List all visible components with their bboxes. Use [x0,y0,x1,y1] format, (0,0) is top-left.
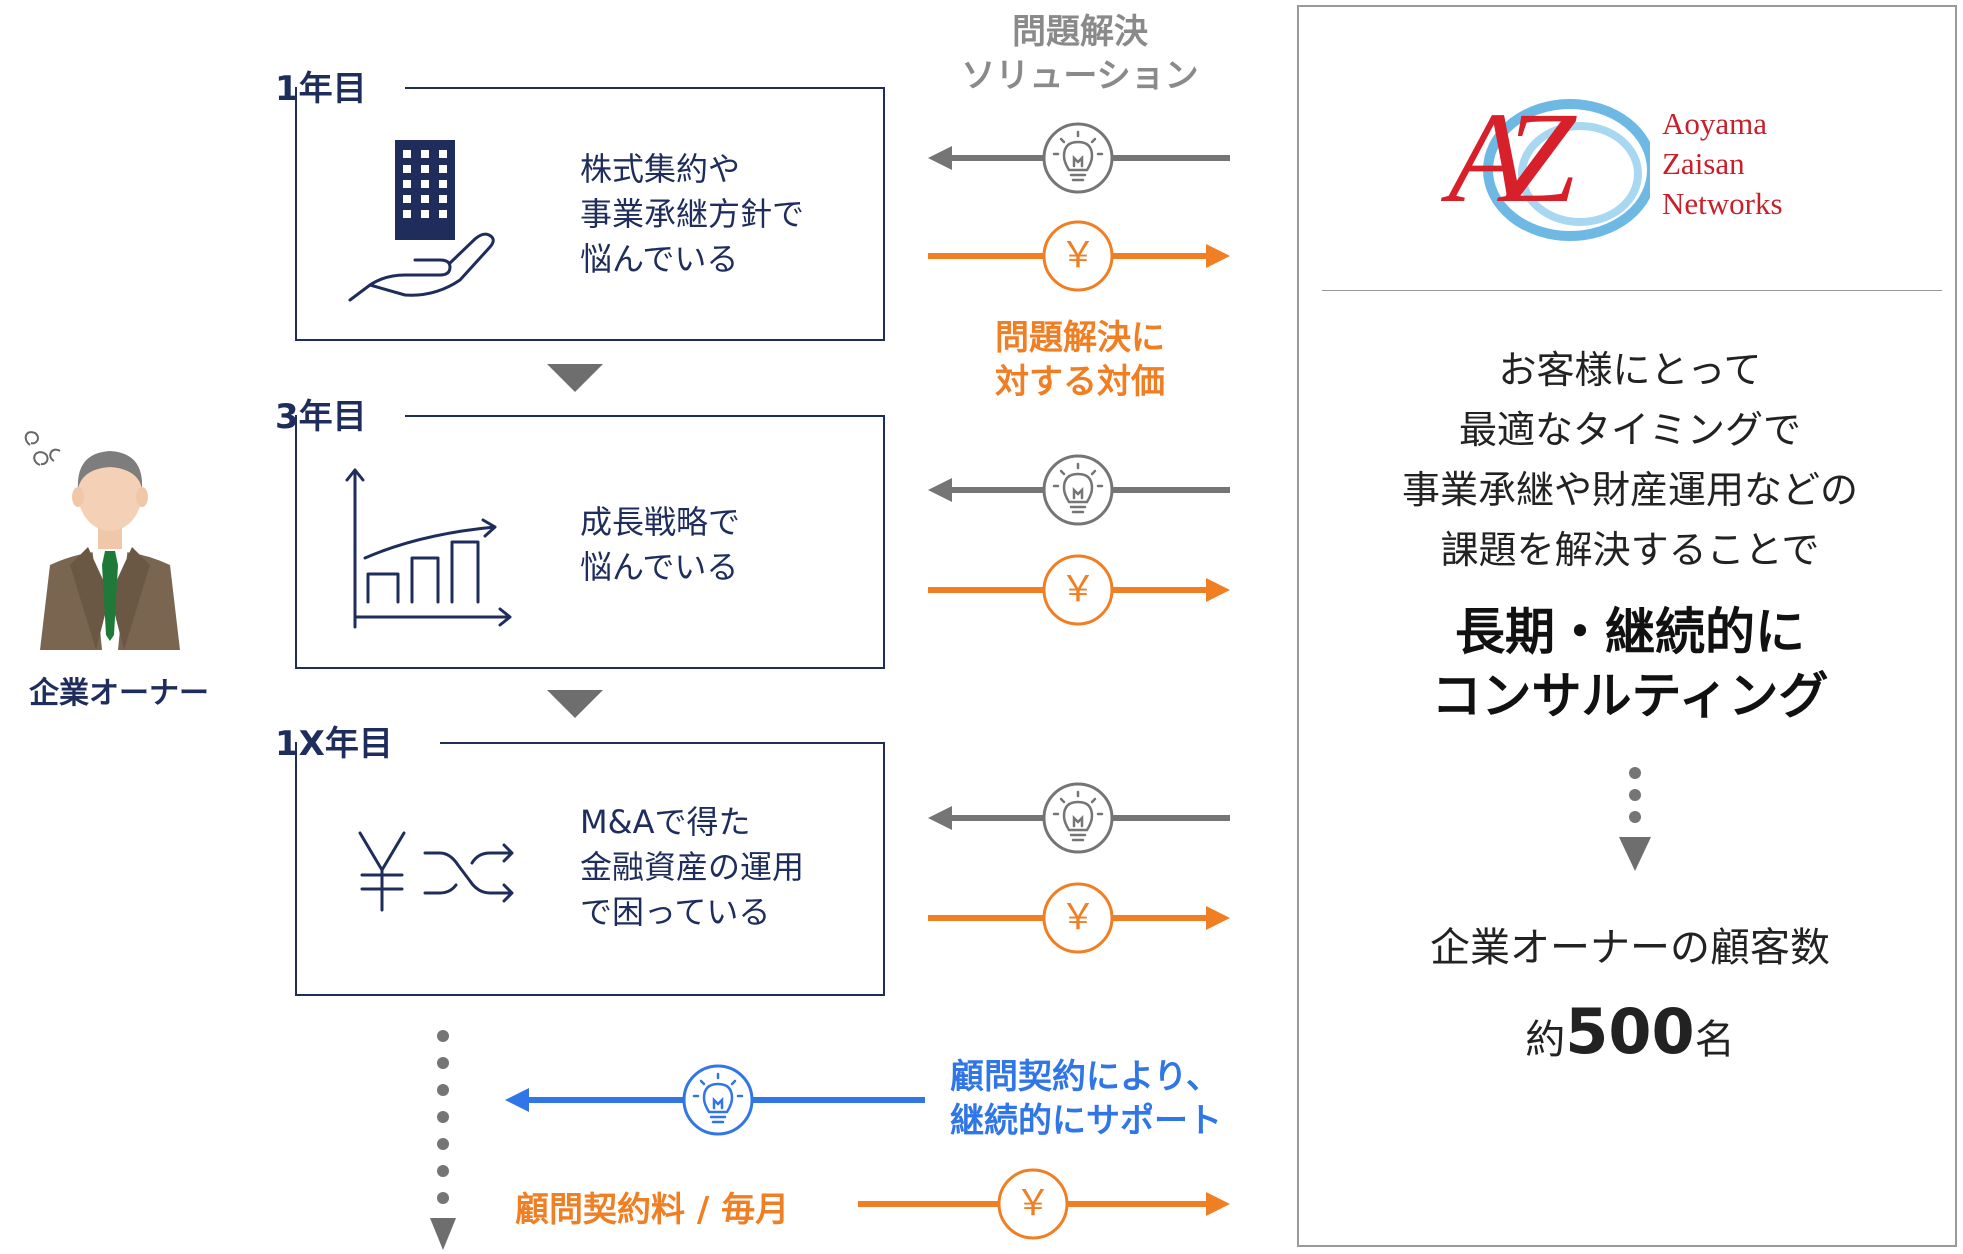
logo-name: Aoyama Zaisan Networks [1662,106,1783,221]
panel-dots [1617,765,1653,875]
stage-3-box [295,742,885,996]
stage-2-box [295,415,885,669]
yen-icon: ￥ [1059,569,1096,610]
worried-owner-icon [24,431,180,650]
down-arrow-2 [547,690,603,718]
timeline-dots [430,1028,456,1254]
stage-2-icon [340,462,520,632]
lightbulb-icon [692,1072,744,1124]
company-panel [1297,5,1957,1247]
yen-shuffle-icon [358,831,514,912]
stage-1-payment-arrow: ￥ [928,218,1230,298]
stage-2-solution-arrow [928,452,1230,532]
company-headline: 長期・継続的に コンサルティング [1431,603,1829,725]
stage-3-solution-arrow [928,780,1230,860]
count-suffix: 名 [1694,1017,1735,1063]
owner-label: 企業オーナー [29,676,209,711]
company-description: お客様にとって 最適なタイミングで 事業承継や財産運用などの 課題を解決すること… [1401,348,1858,572]
down-arrow-1 [547,364,603,392]
clients-label: 企業オーナーの顧客数 [1430,925,1830,971]
solution-header: 問題解決 ソリューション [961,12,1199,96]
stage-1-year: 1年目 [275,69,367,109]
advisory-fee-arrow: ￥ [858,1166,1230,1246]
yen-icon: ￥ [1059,897,1096,938]
az-logo-mark [1483,99,1650,241]
stage-1-top-line [405,87,885,89]
advisory-fee-label: 顧問契約料 / 毎月 [515,1190,790,1230]
stage-2-top-line [405,415,885,417]
stage-2-text: 成長戦略で 悩んでいる [580,503,741,586]
stage-3-text: M&Aで得た 金融資産の運用 で困っている [580,803,805,931]
client-count: 約500名 [1300,995,1960,1068]
yen-icon: ￥ [1014,1183,1051,1224]
company-logo: AZ Aoyama Zaisan Networks [1440,78,1820,248]
stage-1-icon [345,135,505,315]
stage-3-payment-arrow: ￥ [928,880,1230,960]
advisory-support-arrow [505,1062,925,1142]
stage-2-payment-arrow: ￥ [928,552,1230,632]
lightbulb-icon [1052,790,1104,842]
stage-1-solution-arrow [928,120,1230,200]
stage-1-box [295,87,885,341]
stage-3-icon [350,825,530,915]
count-prefix: 約 [1525,1017,1566,1063]
stage-1-text: 株式集約や 事業承継方針で 悩んでいる [580,150,805,278]
advisory-support-label: 顧問契約により、 継続的にサポート [950,1057,1222,1141]
yen-icon: ￥ [1059,235,1096,276]
payment-label: 問題解決に 対する対価 [995,318,1165,402]
count-value: 500 [1565,995,1695,1068]
owner-figure [10,425,210,650]
stage-3-year: 1X年目 [275,724,393,764]
lightbulb-icon [1052,130,1104,182]
growth-chart-icon [345,468,512,629]
panel-divider [1322,290,1942,291]
stage-2-year: 3年目 [275,397,367,437]
building-hand-icon [348,140,495,302]
stage-3-top-line [440,742,885,744]
logo-mark-text: AZ [1448,86,1576,230]
lightbulb-icon [1052,462,1104,514]
